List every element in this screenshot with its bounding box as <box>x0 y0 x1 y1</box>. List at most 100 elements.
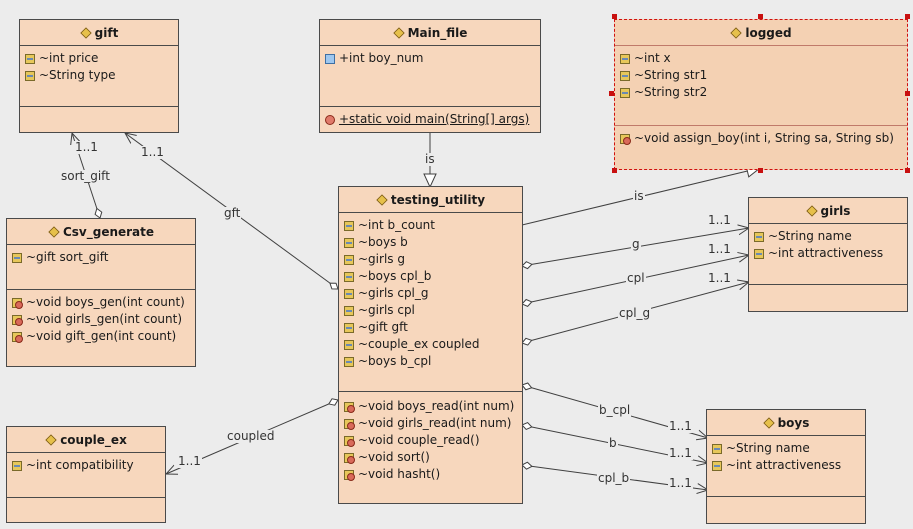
class-header: girls <box>749 198 907 224</box>
fields-section: ~String name ~int attractiveness <box>749 224 907 285</box>
method-icon <box>12 297 23 309</box>
method-icon <box>344 452 355 464</box>
field-row[interactable]: ~String type <box>25 67 178 84</box>
class-name: Csv_generate <box>62 224 155 239</box>
field-row[interactable]: ~String name <box>754 228 907 245</box>
field-row[interactable]: ~girls cpl_g <box>344 285 522 302</box>
selection-handle[interactable] <box>612 168 617 173</box>
field-icon <box>344 356 354 367</box>
methods-section <box>707 497 865 524</box>
field-label: +int boy_num <box>339 51 424 65</box>
field-row[interactable]: ~int b_count <box>344 217 522 234</box>
label-gft: gft <box>223 206 242 220</box>
field-icon <box>344 220 354 231</box>
class-gift[interactable]: gift ~int price ~String type <box>19 19 179 133</box>
field-row[interactable]: ~gift gft <box>344 319 522 336</box>
methods-section: ~void assign_boy(int i, String sa, Strin… <box>615 126 907 170</box>
method-icon <box>344 469 355 481</box>
field-row[interactable]: ~int x <box>620 50 907 67</box>
method-label: ~void sort() <box>358 450 430 464</box>
label-b-cpl: b_cpl <box>598 403 632 417</box>
method-row[interactable]: ~void couple_read() <box>344 432 522 449</box>
label-cpl-b: cpl_b <box>597 471 631 485</box>
class-icon <box>763 417 774 428</box>
selection-handle[interactable] <box>612 14 617 19</box>
field-row[interactable]: ~girls cpl <box>344 302 522 319</box>
selection-handle[interactable] <box>758 14 763 19</box>
selection-handle[interactable] <box>758 168 763 173</box>
class-header: couple_ex <box>7 427 165 453</box>
field-icon <box>754 231 764 242</box>
field-row[interactable]: ~int compatibility <box>12 457 165 474</box>
field-label: ~int attractiveness <box>726 458 842 472</box>
field-row[interactable]: ~girls g <box>344 251 522 268</box>
class-logged[interactable]: logged ~int x ~String str1 ~String str2 … <box>614 19 908 170</box>
public-field-icon <box>325 53 335 64</box>
selection-handle[interactable] <box>905 91 910 96</box>
field-row[interactable]: ~boys b_cpl <box>344 353 522 370</box>
class-name: girls <box>820 203 851 218</box>
method-row[interactable]: ~void gift_gen(int count) <box>12 328 195 345</box>
field-row[interactable]: ~boys cpl_b <box>344 268 522 285</box>
class-girls[interactable]: girls ~String name ~int attractiveness <box>748 197 908 312</box>
field-icon <box>25 53 35 64</box>
field-row[interactable]: ~String str2 <box>620 84 907 101</box>
multiplicity-b: 1..1 <box>668 446 693 460</box>
label-cpl-g: cpl_g <box>618 306 652 320</box>
field-label: ~String name <box>726 441 810 455</box>
field-label: ~gift sort_gift <box>26 250 109 264</box>
method-row[interactable]: ~void sort() <box>344 449 522 466</box>
class-couple-ex[interactable]: couple_ex ~int compatibility <box>6 426 166 523</box>
class-name: couple_ex <box>60 432 127 447</box>
field-row[interactable]: ~gift sort_gift <box>12 249 195 266</box>
method-row[interactable]: ~void girls_gen(int count) <box>12 311 195 328</box>
multiplicity-coupled: 1..1 <box>177 454 202 468</box>
fields-section: ~int x ~String str1 ~String str2 <box>615 46 907 126</box>
method-row[interactable]: ~void girls_read(int num) <box>344 415 522 432</box>
class-name: testing_utility <box>390 192 486 207</box>
method-row[interactable]: ~void boys_gen(int count) <box>12 294 195 311</box>
field-row[interactable]: ~int attractiveness <box>754 245 907 262</box>
class-csv-generate[interactable]: Csv_generate ~gift sort_gift ~void boys_… <box>6 218 196 367</box>
class-name: boys <box>777 415 810 430</box>
selection-handle[interactable] <box>905 168 910 173</box>
field-icon <box>344 254 354 265</box>
method-row[interactable]: ~void boys_read(int num) <box>344 398 522 415</box>
method-icon <box>344 401 355 413</box>
class-header: logged <box>615 20 907 46</box>
multiplicity-b-cpl: 1..1 <box>668 419 693 433</box>
field-row[interactable]: ~String str1 <box>620 67 907 84</box>
fields-section: ~gift sort_gift <box>7 245 195 290</box>
field-icon <box>620 87 630 98</box>
class-boys[interactable]: boys ~String name ~int attractiveness <box>706 409 866 524</box>
method-row[interactable]: ~void hasht() <box>344 466 522 483</box>
method-label: ~void couple_read() <box>358 433 480 447</box>
field-row[interactable]: +int boy_num <box>325 50 540 67</box>
field-icon <box>712 443 722 454</box>
field-row[interactable]: ~couple_ex coupled <box>344 336 522 353</box>
field-label: ~String name <box>768 229 852 243</box>
fields-section: ~int price ~String type <box>20 46 178 107</box>
selection-handle[interactable] <box>905 14 910 19</box>
multiplicity-cpl-b: 1..1 <box>668 476 693 490</box>
methods-section <box>20 107 178 133</box>
methods-section: ~void boys_gen(int count) ~void girls_ge… <box>7 290 195 367</box>
selection-handle[interactable] <box>609 91 614 96</box>
class-icon <box>393 27 404 38</box>
class-header: testing_utility <box>339 187 522 213</box>
class-header: gift <box>20 20 178 46</box>
class-icon <box>45 434 56 445</box>
field-row[interactable]: ~int attractiveness <box>712 457 865 474</box>
class-main-file[interactable]: Main_file +int boy_num +static void main… <box>319 19 541 133</box>
class-icon <box>80 27 91 38</box>
field-row[interactable]: ~boys b <box>344 234 522 251</box>
method-row[interactable]: ~void assign_boy(int i, String sa, Strin… <box>620 130 907 147</box>
class-icon <box>806 205 817 216</box>
method-row[interactable]: +static void main(String[] args) <box>325 111 540 128</box>
label-cpl: cpl <box>626 271 646 285</box>
field-row[interactable]: ~int price <box>25 50 178 67</box>
field-row[interactable]: ~String name <box>712 440 865 457</box>
class-testing-utility[interactable]: testing_utility ~int b_count ~boys b ~gi… <box>338 186 523 504</box>
field-label: ~boys b_cpl <box>358 354 432 368</box>
class-name: Main_file <box>407 25 468 40</box>
